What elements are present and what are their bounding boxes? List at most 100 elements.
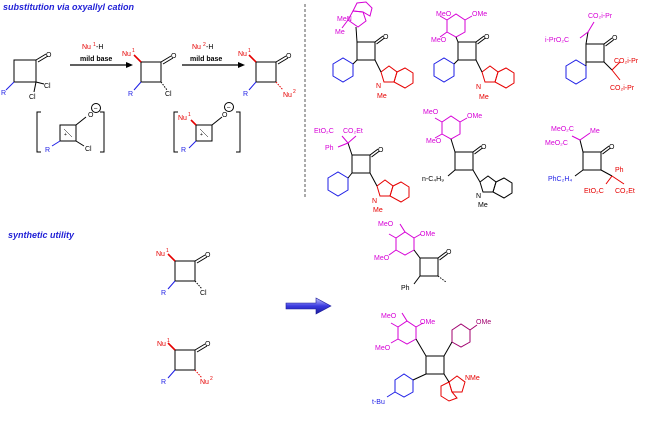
- oxyallyl-cation-intermediate-1: [36, 103, 105, 153]
- atom-o: O: [286, 53, 292, 60]
- atom-meo: MeO: [374, 255, 390, 262]
- atom-r: R: [181, 147, 186, 154]
- atom-meo: MeO: [426, 138, 442, 145]
- atom-men: MeN: [337, 16, 352, 23]
- atom-nu: Nu: [178, 115, 187, 122]
- atom-o: O: [171, 53, 177, 60]
- atom-meo: MeO: [423, 109, 439, 116]
- atom-ph: Ph: [401, 285, 410, 292]
- atom-o: O: [46, 52, 52, 59]
- atom-n: N: [372, 198, 377, 205]
- utility-product-2: [386, 312, 478, 402]
- charge-plus: +: [200, 132, 203, 138]
- atom-o: O: [446, 249, 452, 256]
- transformation-arrow: [285, 297, 332, 315]
- atom-meo: MeO: [378, 221, 394, 228]
- atom-eto2c: EtO₂C: [584, 188, 604, 195]
- atom-nu: Nu: [200, 379, 209, 386]
- atom-cl: Cl: [29, 94, 36, 101]
- atom-o: O: [484, 34, 490, 41]
- atom-me: Me: [335, 29, 345, 36]
- atom-nu: Nu: [157, 341, 166, 348]
- atom-nu-superscript: 1: [132, 48, 135, 54]
- atom-n: N: [476, 193, 481, 200]
- reagent-h: -H: [96, 44, 103, 51]
- atom-co2et: CO₂Et: [343, 128, 363, 135]
- atom-n: N: [376, 83, 381, 90]
- atom-nme: NMe: [465, 375, 480, 382]
- product-example-3: [565, 21, 621, 85]
- atom-o: O: [383, 34, 389, 41]
- atom-nu-superscript: 2: [210, 376, 213, 382]
- reagent-h: -H: [206, 44, 213, 51]
- atom-n-butyl: n-C₄H₉: [422, 176, 444, 183]
- atom-co2ipr: CO₂i-Pr: [588, 13, 613, 20]
- reagent-nu2-superscript: 2: [203, 42, 206, 48]
- product-example-4: [327, 135, 410, 203]
- atom-meo: MeO: [431, 37, 447, 44]
- atom-meo2c: MeO₂C: [551, 126, 574, 133]
- atom-co2ipr: CO₂i-Pr: [610, 85, 635, 92]
- atom-o: O: [205, 341, 211, 348]
- atom-ome: OMe: [467, 113, 482, 120]
- atom-nu: Nu: [156, 251, 165, 258]
- atom-me: Me: [478, 202, 488, 209]
- charge-plus: +: [64, 132, 67, 138]
- atom-o: O: [612, 35, 618, 42]
- atom-cl: Cl: [44, 83, 51, 90]
- atom-o: O: [222, 112, 228, 119]
- reagent-mild-base: mild base: [190, 56, 222, 63]
- atom-ome: OMe: [420, 231, 435, 238]
- utility-disubstituted-cyclobutanone: [167, 342, 208, 379]
- atom-r: R: [161, 290, 166, 297]
- disubstituted-cyclobutanone: [248, 54, 289, 91]
- reagent-nu1-superscript: 1: [93, 42, 96, 48]
- section-title-synthetic-utility: synthetic utility: [8, 230, 75, 240]
- atom-meo: MeO: [375, 345, 391, 352]
- reaction-arrow-1: [70, 62, 133, 68]
- reagent-mild-base: mild base: [80, 56, 112, 63]
- monosubstituted-cyclobutanone: [133, 54, 174, 91]
- atom-me: Me: [377, 93, 387, 100]
- atom-o: O: [378, 147, 384, 154]
- product-example-6: [571, 132, 625, 185]
- product-example-1: [332, 1, 414, 89]
- atom-cl: Cl: [85, 146, 92, 153]
- atom-ome: OMe: [476, 319, 491, 326]
- atom-o: O: [609, 144, 615, 151]
- atom-ome: OMe: [472, 11, 487, 18]
- atom-nu: Nu: [122, 51, 131, 58]
- reagent-nu2: Nu: [192, 44, 201, 51]
- atom-me: Me: [479, 94, 489, 101]
- product-example-2: [433, 13, 515, 89]
- atom-r: R: [161, 379, 166, 386]
- utility-monosubstituted-cyclobutanone: [167, 253, 208, 290]
- charge-minus: −: [227, 105, 231, 112]
- section-title-substitution: substitution via oxyallyl cation: [3, 2, 135, 12]
- product-example-5: [434, 115, 513, 199]
- atom-co2ipr: CO₂i-Pr: [614, 58, 639, 65]
- atom-eto2c: EtO₂C: [314, 128, 334, 135]
- oxyallyl-cation-intermediate-2: [173, 102, 241, 153]
- atom-meo2c: MeO₂C: [545, 140, 568, 147]
- atom-nu: Nu: [283, 92, 292, 99]
- atom-nu-superscript: 1: [166, 248, 169, 254]
- atom-meo: MeO: [381, 313, 397, 320]
- atom-cl: Cl: [200, 290, 207, 297]
- atom-o: O: [88, 112, 94, 119]
- atom-meo: MeO: [436, 11, 452, 18]
- atom-r: R: [128, 91, 133, 98]
- atom-ph: Ph: [325, 145, 334, 152]
- utility-product-1: [388, 223, 448, 285]
- reaction-arrow-2: [182, 62, 245, 68]
- atom-ph: Ph: [615, 167, 624, 174]
- atom-cl: Cl: [165, 91, 172, 98]
- atom-o: O: [481, 144, 487, 151]
- atom-co2et: CO₂Et: [615, 188, 635, 195]
- atom-nu: Nu: [238, 51, 247, 58]
- atom-nu-superscript: 2: [293, 89, 296, 95]
- atom-r: R: [45, 147, 50, 154]
- atom-ome: OMe: [420, 319, 435, 326]
- charge-minus: −: [94, 106, 98, 113]
- atom-n: N: [476, 84, 481, 91]
